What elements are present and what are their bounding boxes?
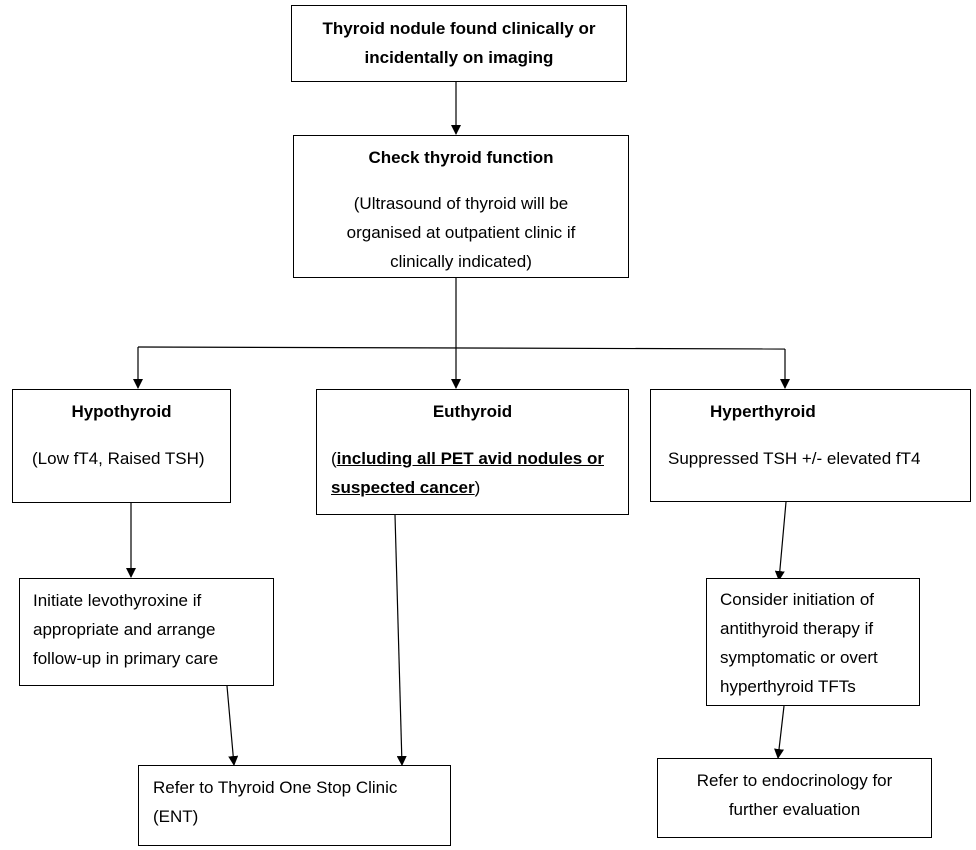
- node-hypo-title: Hypothyroid: [71, 402, 172, 421]
- arrow-euthyroid-to-refer-ent: [394, 514, 407, 766]
- arrow-hyper-to-antithyroid: [774, 501, 787, 581]
- node-antithyroid-line2: antithyroid therapy if: [720, 619, 874, 638]
- node-consider-antithyroid-therapy: Consider initiation of antithyroid thera…: [706, 578, 920, 706]
- node-check-note-line3: clinically indicated): [390, 252, 532, 271]
- node-refer-endocrinology: Refer to endocrinology for further evalu…: [657, 758, 932, 838]
- node-check-thyroid-function: Check thyroid function (Ultrasound of th…: [293, 135, 629, 278]
- node-eu-detail-line2: suspected cancer): [317, 473, 628, 502]
- node-start-line2: incidentally on imaging: [364, 48, 554, 67]
- node-euthyroid: Euthyroid (including all PET avid nodule…: [316, 389, 629, 515]
- node-eu-open-paren: (: [331, 449, 337, 468]
- node-hyper-title: Hyperthyroid: [710, 402, 816, 421]
- arrow-levothyroxine-to-refer-ent: [226, 685, 239, 766]
- node-initiate-levothyroxine: Initiate levothyroxine if appropriate an…: [19, 578, 274, 686]
- node-refer-endo-line1: Refer to endocrinology for: [696, 771, 893, 790]
- node-hyper-detail: Suppressed TSH +/- elevated fT4: [668, 449, 921, 468]
- node-eu-detail-underlined-2: suspected cancer: [331, 478, 475, 497]
- node-antithyroid-line1: Consider initiation of: [720, 590, 875, 609]
- node-hyperthyroid: Hyperthyroid Suppressed TSH +/- elevated…: [650, 389, 971, 502]
- node-check-note-line2: organised at outpatient clinic if: [346, 223, 576, 242]
- node-antithyroid-line4: hyperthyroid TFTs: [720, 677, 856, 696]
- node-levo-line3: follow-up in primary care: [33, 649, 219, 668]
- node-eu-detail-underlined-1: including all PET avid nodules or: [336, 449, 604, 468]
- node-check-title: Check thyroid function: [368, 148, 554, 167]
- node-hypo-detail: (Low fT4, Raised TSH): [32, 449, 205, 468]
- node-thyroid-nodule-found: Thyroid nodule found clinically or incid…: [291, 5, 627, 82]
- node-check-note-line1: (Ultrasound of thyroid will be: [353, 194, 569, 213]
- node-start-line1: Thyroid nodule found clinically or: [322, 19, 596, 38]
- node-eu-title: Euthyroid: [432, 402, 513, 421]
- arrow-antithyroid-to-refer-endo: [774, 705, 785, 759]
- node-refer-ent-line1: Refer to Thyroid One Stop Clinic: [153, 778, 398, 797]
- node-eu-close-paren: ): [474, 478, 481, 497]
- node-refer-endo-line2: further evaluation: [728, 800, 861, 819]
- node-antithyroid-line3: symptomatic or overt: [720, 648, 878, 667]
- node-refer-thyroid-one-stop-clinic: Refer to Thyroid One Stop Clinic (ENT): [138, 765, 451, 846]
- node-levo-line2: appropriate and arrange: [33, 620, 216, 639]
- connector-branch-horizontal: [137, 346, 786, 350]
- node-eu-detail-line1: (including all PET avid nodules or: [317, 444, 628, 473]
- node-levo-line1: Initiate levothyroxine if: [33, 591, 202, 610]
- node-hypothyroid: Hypothyroid (Low fT4, Raised TSH): [12, 389, 231, 503]
- node-refer-ent-line2: (ENT): [153, 807, 199, 826]
